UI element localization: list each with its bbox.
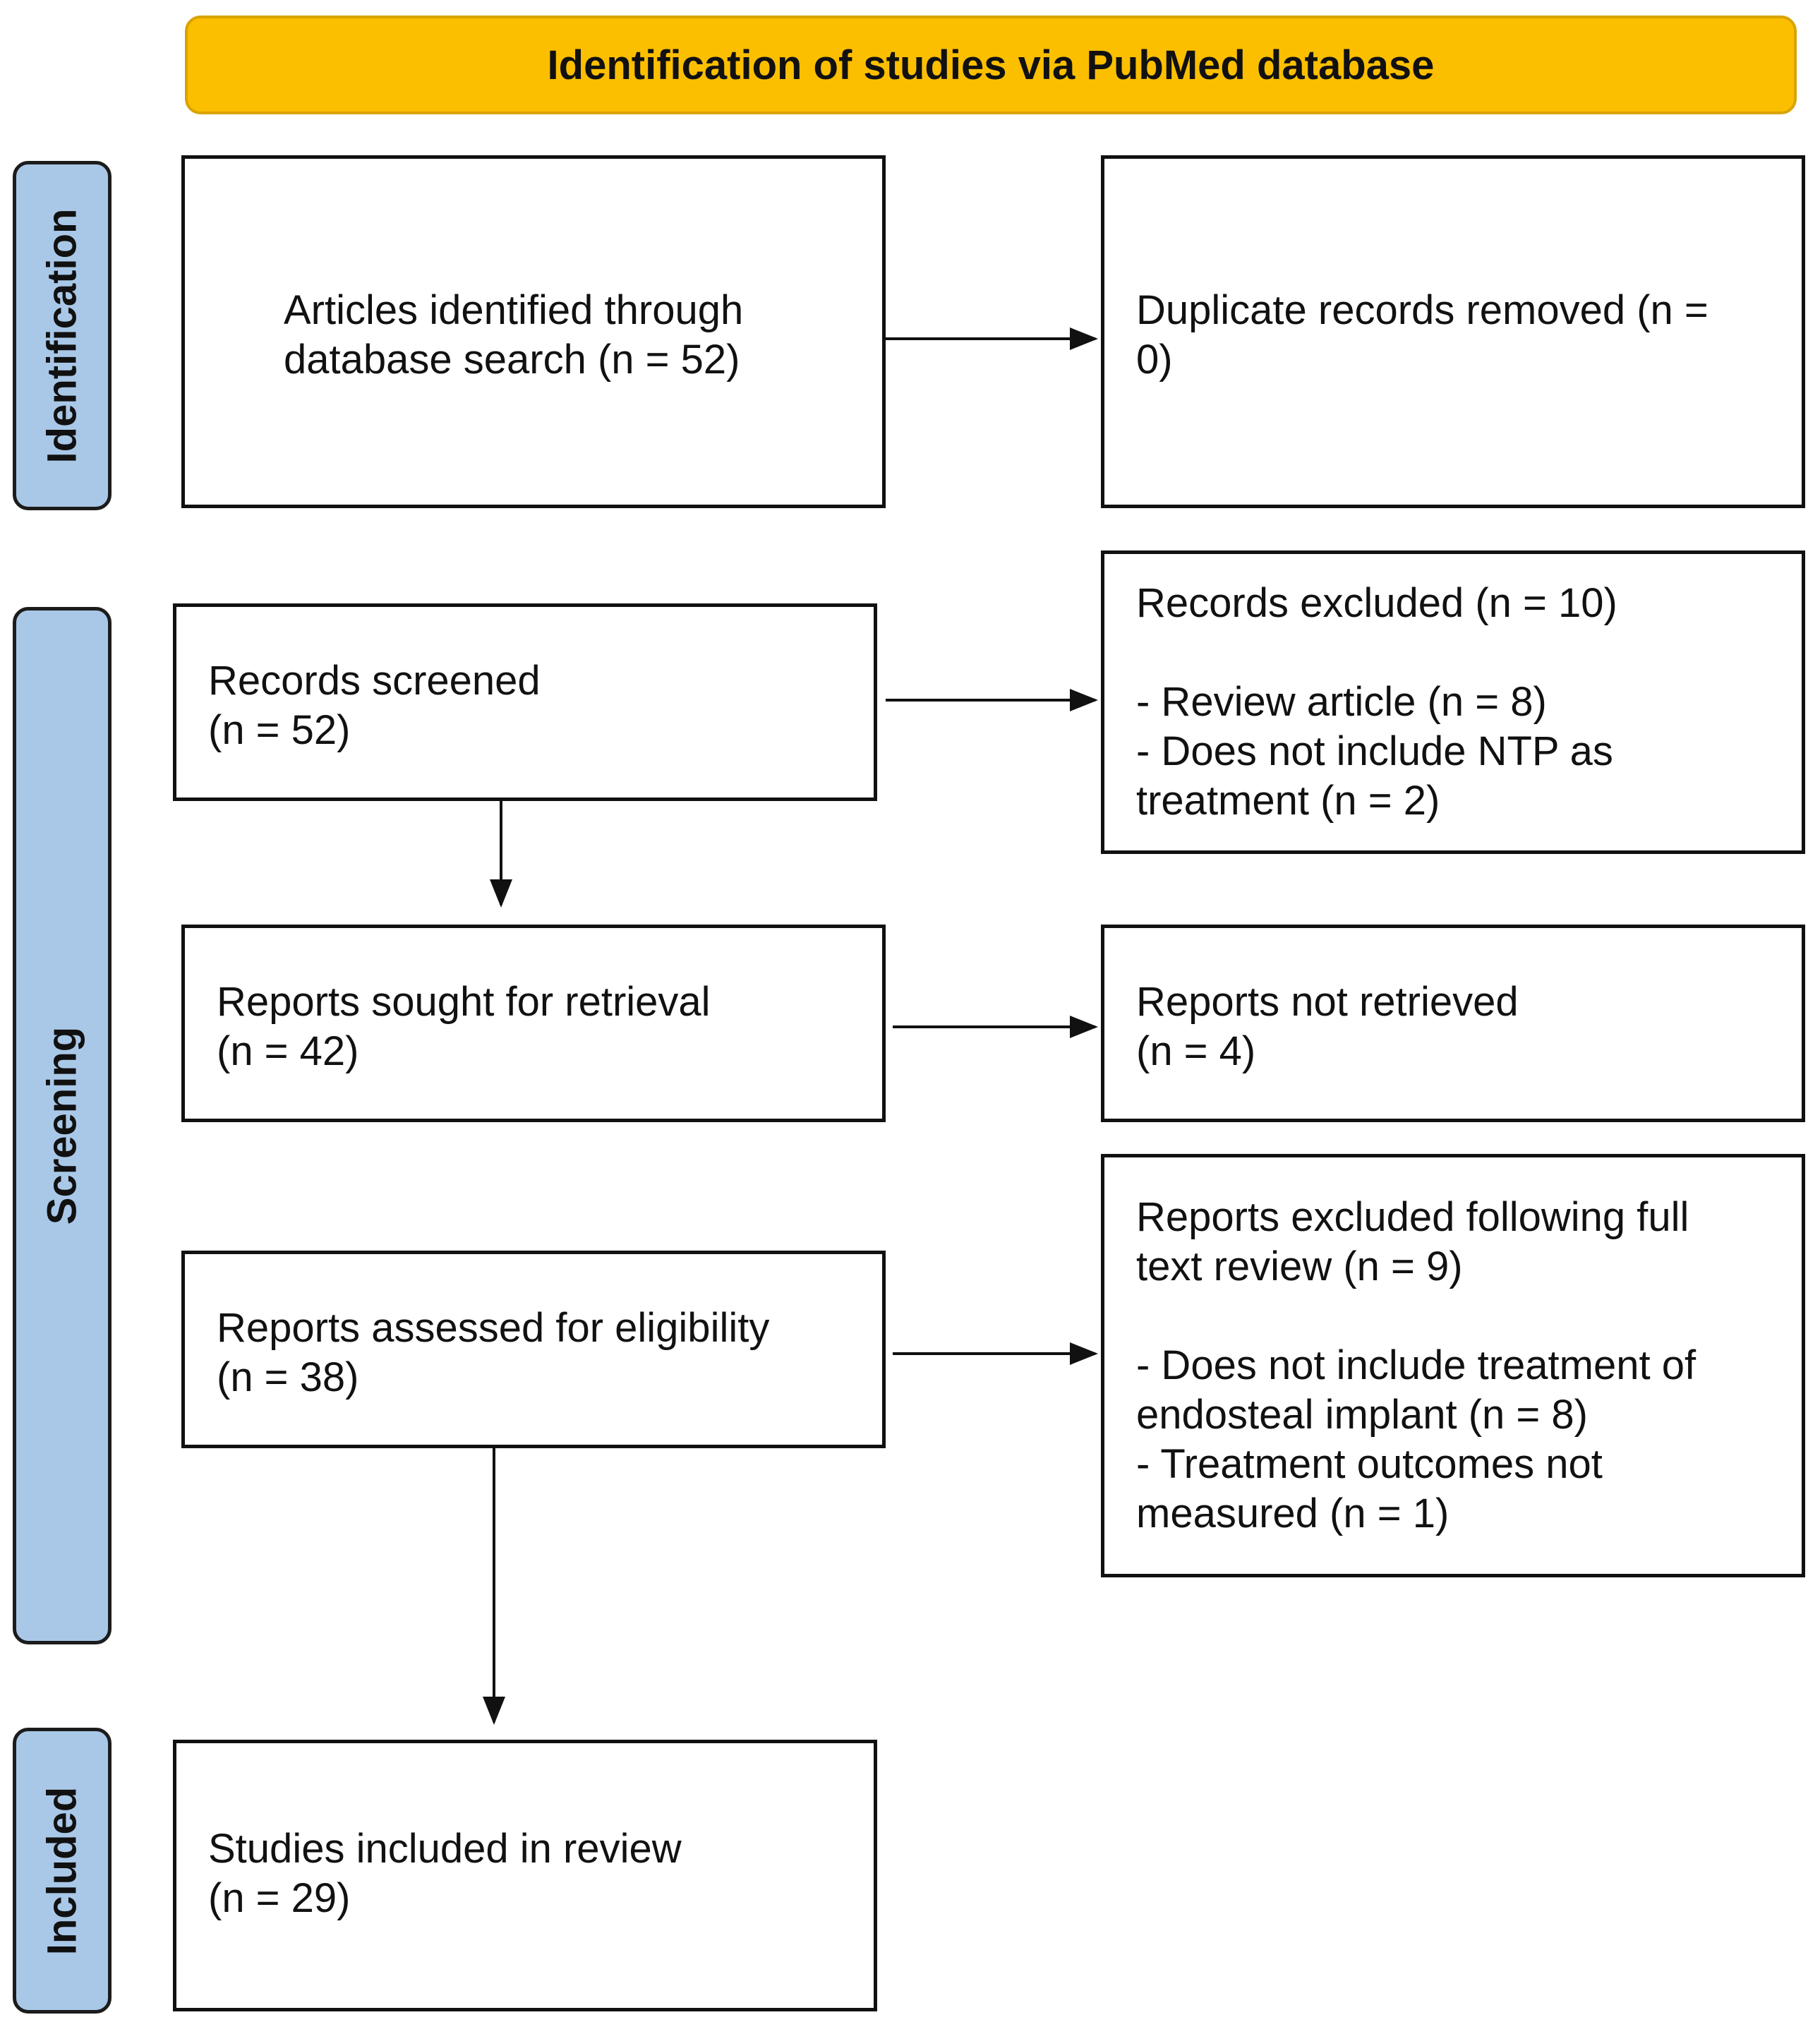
stage-identification: Identification <box>13 161 112 510</box>
reports-sought-text: Reports sought for retrieval (n = 42) <box>217 979 711 1074</box>
reports-not-retrieved-text: Reports not retrieved (n = 4) <box>1136 979 1519 1074</box>
box-reports-assessed: Reports assessed for eligibility (n = 38… <box>181 1251 886 1448</box>
stage-included: Included <box>13 1728 112 2014</box>
stage-screening: Screening <box>13 607 112 1644</box>
records-identified-text: Articles identified through database sea… <box>284 287 744 383</box>
reports-assessed-text: Reports assessed for eligibility (n = 38… <box>217 1305 770 1400</box>
box-records-screened: Records screened (n = 52) <box>173 603 877 801</box>
box-reports-excluded-fulltext: Reports excluded following full text rev… <box>1101 1154 1805 1577</box>
records-excluded-text: Records excluded (n = 10) - Review artic… <box>1136 580 1617 824</box>
studies-included-text: Studies included in review (n = 29) <box>208 1826 682 1921</box>
records-screened-text: Records screened (n = 52) <box>208 658 541 753</box>
banner-title: Identification of studies via PubMed dat… <box>547 42 1435 88</box>
box-records-excluded: Records excluded (n = 10) - Review artic… <box>1101 550 1805 854</box>
reports-excluded-fulltext-text: Reports excluded following full text rev… <box>1136 1194 1697 1536</box>
box-records-identified: Articles identified through database sea… <box>181 155 886 508</box>
box-studies-included: Studies included in review (n = 29) <box>173 1740 877 2011</box>
duplicates-removed-text: Duplicate records removed (n = 0) <box>1136 287 1708 383</box>
box-reports-not-retrieved: Reports not retrieved (n = 4) <box>1101 925 1805 1122</box>
database-banner: Identification of studies via PubMed dat… <box>185 16 1797 114</box>
box-reports-sought: Reports sought for retrieval (n = 42) <box>181 925 886 1122</box>
box-duplicates-removed: Duplicate records removed (n = 0) <box>1101 155 1805 508</box>
